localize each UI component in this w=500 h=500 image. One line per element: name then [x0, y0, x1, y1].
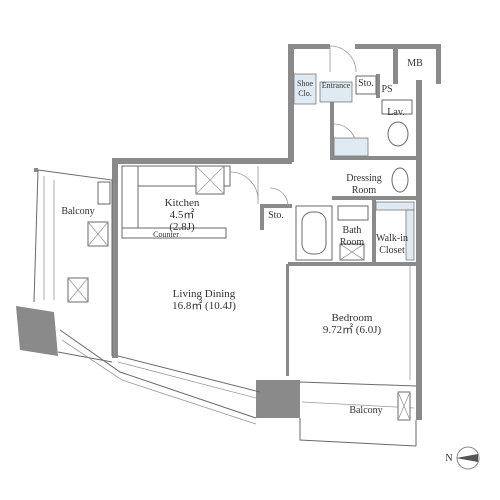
room-lines	[33, 45, 417, 447]
walls	[16, 44, 441, 420]
mb-label: MB	[407, 58, 423, 69]
balcony-west-label: Balcony	[61, 206, 94, 217]
dressing-label-line2: Room	[352, 185, 377, 196]
labels: MB Shoe Clo. Entrance Sto. PS Lav. Dress…	[61, 58, 423, 416]
entrance-label: Entrance	[322, 81, 351, 90]
bedroom-label: Bedroom	[332, 312, 373, 324]
kitchen-jo-label: (2.8J)	[169, 221, 195, 233]
kitchen-label: Kitchen	[165, 197, 200, 209]
counter-label: Counter	[153, 230, 179, 239]
kitchen-area-label: 4.5㎡	[170, 208, 195, 221]
ps-label: PS	[381, 84, 392, 95]
balcony-south-label: Balcony	[349, 405, 382, 416]
bedroom-area-label: 9.72㎡ (6.0J)	[323, 323, 382, 336]
bath-label-line2: Room	[340, 237, 365, 248]
walkin-label-line1: Walk-in	[376, 233, 408, 244]
living-dining-area-label: 16.8㎡ (10.4J)	[172, 299, 236, 312]
dressing-label-line1: Dressing	[346, 173, 382, 184]
shoe-clo-label-line2: Clo.	[298, 89, 312, 98]
compass-arrow-icon	[456, 454, 478, 462]
bath-label-line1: Bath	[343, 225, 362, 236]
sto-hall-label: Sto.	[268, 210, 284, 221]
north-compass: N	[445, 446, 480, 470]
shoe-clo-label-line1: Shoe	[297, 79, 313, 88]
compass-north-letter: N	[445, 453, 452, 464]
sto-entry-label: Sto.	[358, 78, 374, 89]
lav-label: Lav.	[387, 107, 404, 118]
walkin-label-line2: Closet	[379, 245, 405, 256]
living-dining-label: Living Dining	[173, 288, 236, 300]
